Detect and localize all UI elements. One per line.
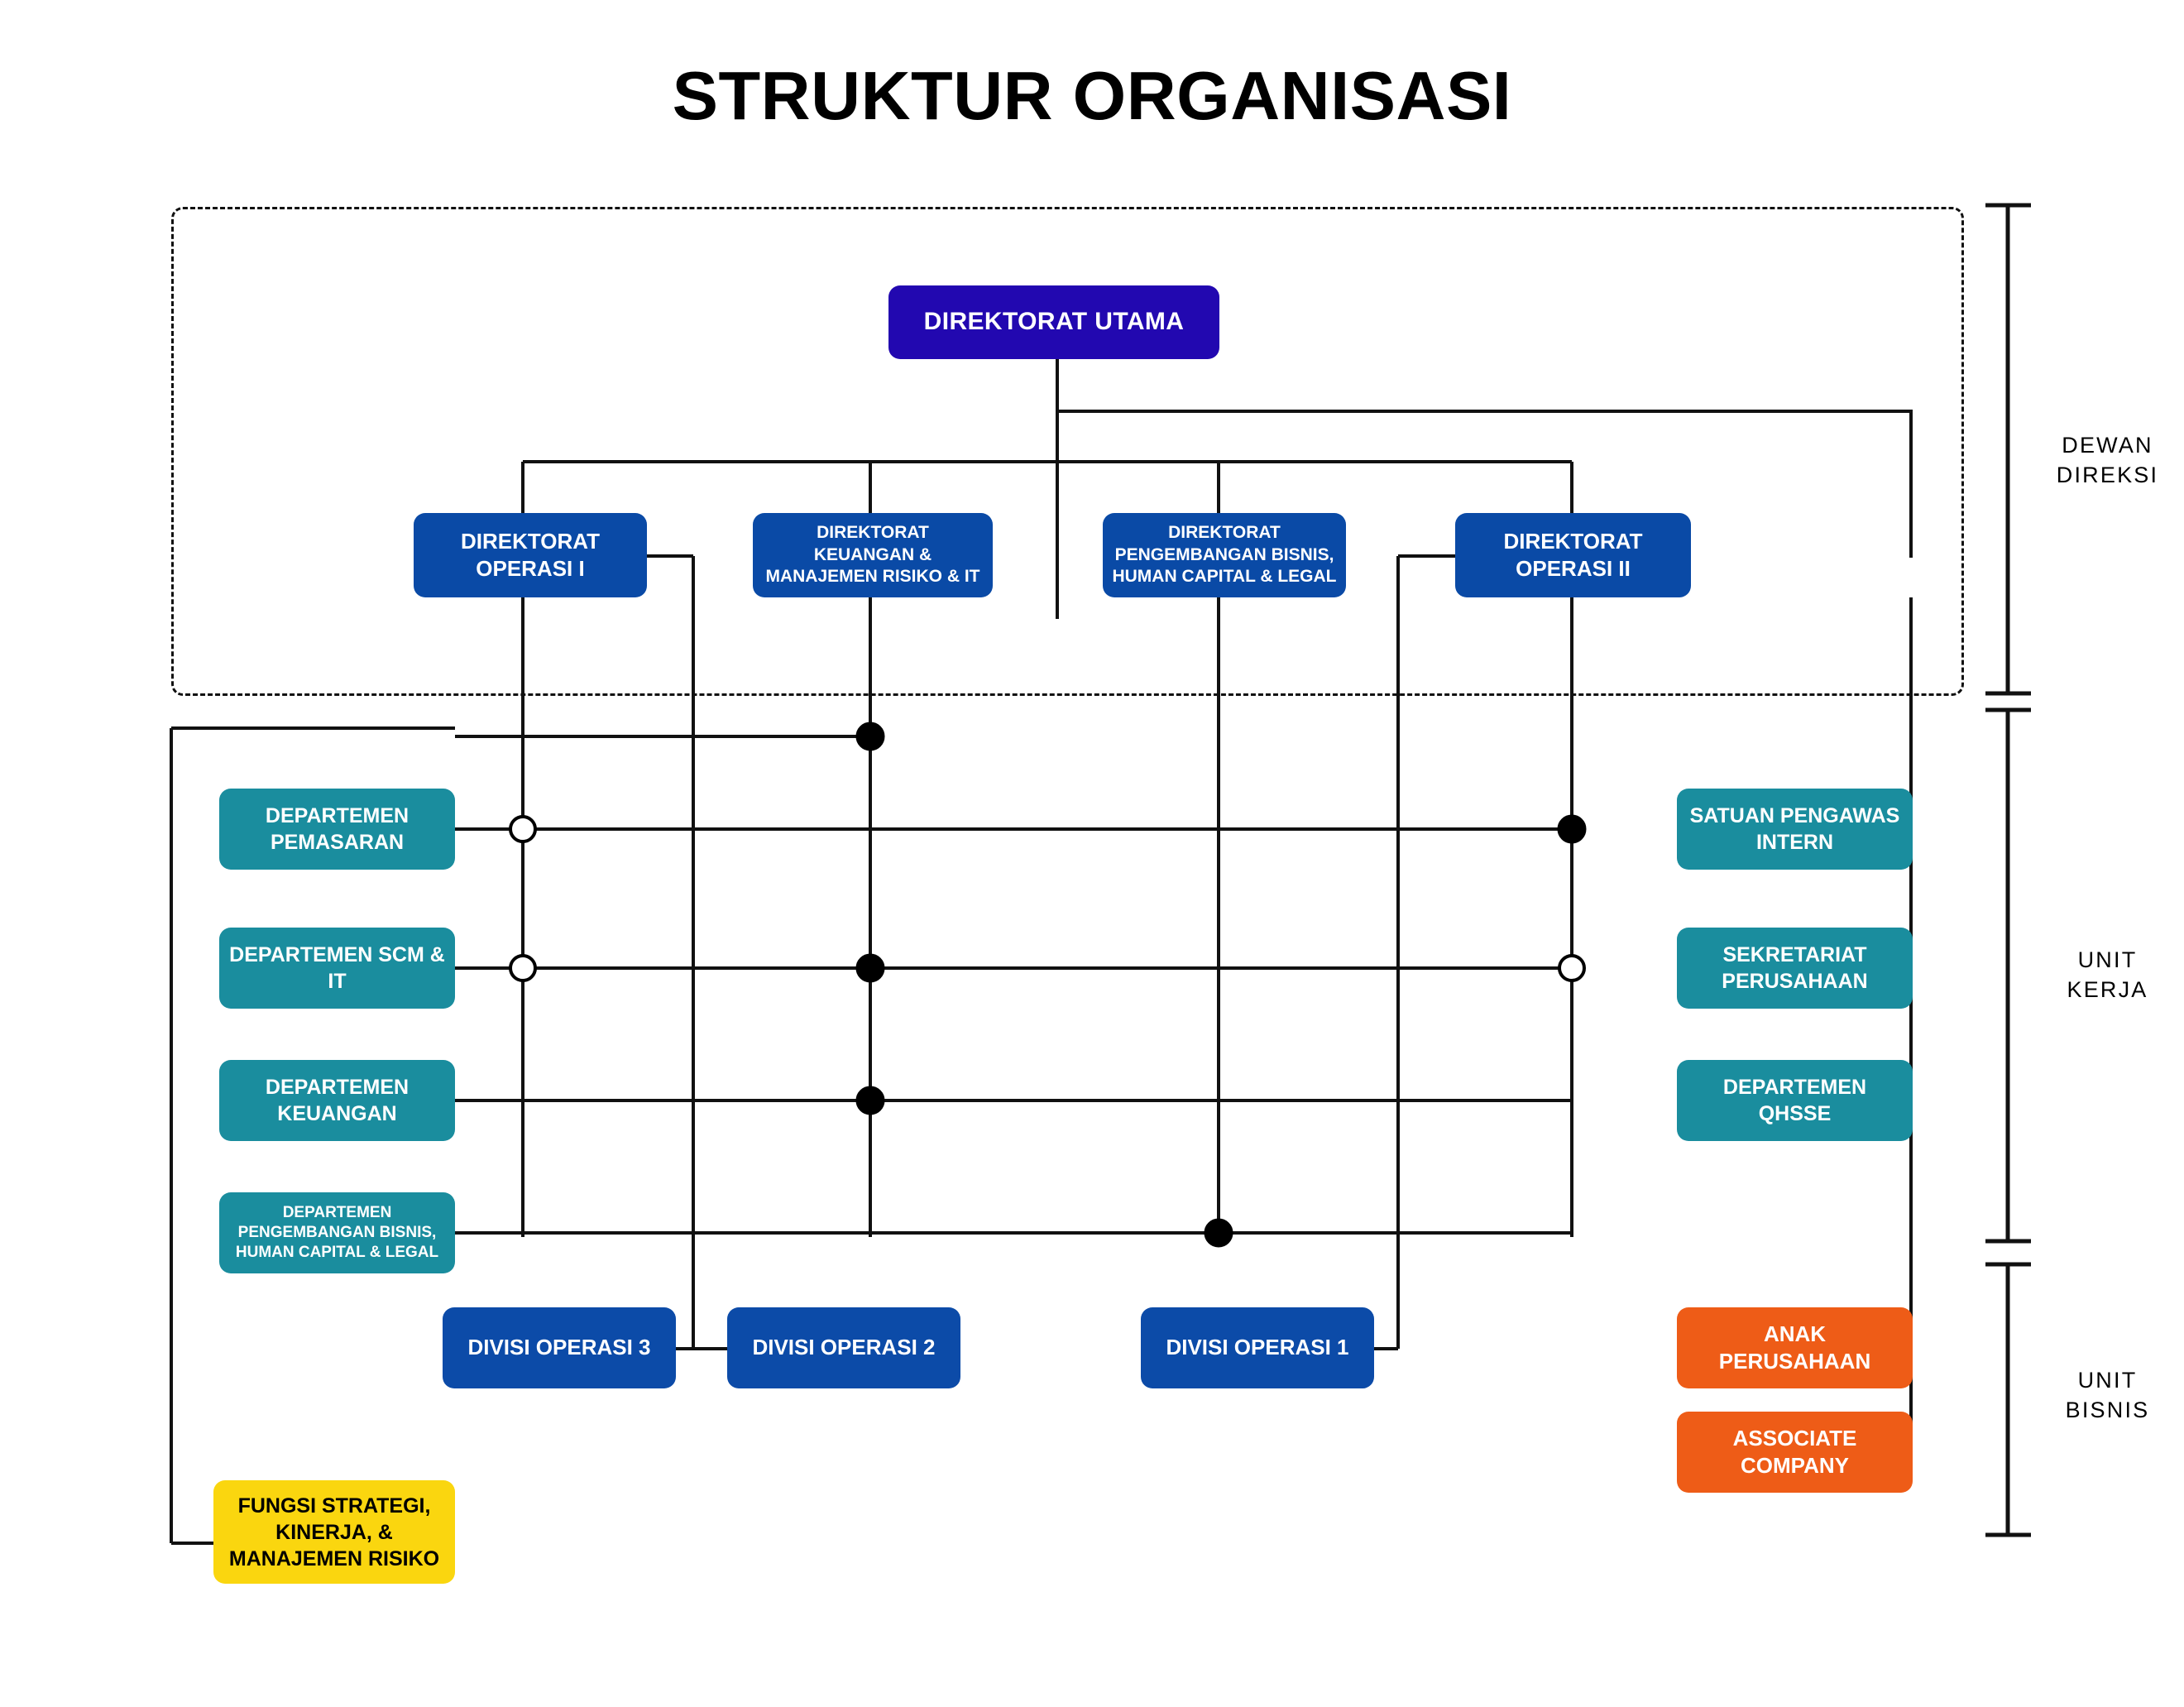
node-fungsi-strategi-kinerja-manajemen-risiko[interactable]: FUNGSI STRATEGI, KINERJA, & MANAJEMEN RI… (213, 1480, 455, 1584)
page-title: STRUKTUR ORGANISASI (672, 57, 1512, 134)
node-label: DIREKTORAT KEUANGAN & MANAJEMEN RISIKO &… (765, 522, 980, 587)
node-label: DIREKTORAT PENGEMBANGAN BISNIS, HUMAN CA… (1112, 522, 1337, 587)
node-direktorat-operasi-ii[interactable]: DIREKTORAT OPERASI II (1455, 513, 1691, 597)
bracket-lines (1985, 203, 2031, 1537)
node-label: DEPARTEMEN QHSSE (1722, 1076, 1867, 1125)
node-label: SATUAN PENGAWAS INTERN (1689, 804, 1900, 854)
node-direktorat-pengembangan-bisnis-human-capital-legal[interactable]: DIREKTORAT PENGEMBANGAN BISNIS, HUMAN CA… (1103, 513, 1346, 597)
node-label: DEPARTEMEN PENGEMBANGAN BISNIS, HUMAN CA… (235, 1203, 439, 1262)
node-direktorat-operasi-i[interactable]: DIREKTORAT OPERASI I (414, 513, 647, 597)
node-label: DEPARTEMEN PEMASARAN (265, 804, 410, 854)
node-direktorat-utama[interactable]: DIREKTORAT UTAMA (888, 285, 1219, 359)
node-label: DEPARTEMEN SCM & IT (229, 943, 445, 993)
node-label: DIREKTORAT UTAMA (923, 308, 1185, 336)
node-anak-perusahaan[interactable]: ANAK PERUSAHAAN (1677, 1307, 1913, 1388)
node-divisi-operasi-1[interactable]: DIVISI OPERASI 1 (1141, 1307, 1374, 1388)
node-label: ASSOCIATE COMPANY (1732, 1425, 1857, 1478)
node-label: DEPARTEMEN KEUANGAN (265, 1076, 410, 1125)
junction-dots (509, 722, 1587, 1248)
dewan-direksi-frame (171, 207, 1964, 696)
node-label: DIVISI OPERASI 2 (752, 1335, 936, 1360)
node-departemen-qhsse[interactable]: DEPARTEMEN QHSSE (1677, 1060, 1913, 1141)
node-departemen-scm-it[interactable]: DEPARTEMEN SCM & IT (219, 928, 455, 1009)
node-label: DIREKTORAT OPERASI II (1503, 528, 1643, 581)
bracket-label-unit-kerja: UNIT KERJA (2067, 947, 2148, 1003)
node-associate-company[interactable]: ASSOCIATE COMPANY (1677, 1412, 1913, 1493)
node-direktorat-keuangan-manajemen-risiko-it[interactable]: DIREKTORAT KEUANGAN & MANAJEMEN RISIKO &… (753, 513, 993, 597)
bracket-label-dewan-direksi: DEWAN DIREKSI (2056, 433, 2159, 488)
node-divisi-operasi-2[interactable]: DIVISI OPERASI 2 (727, 1307, 960, 1388)
node-divisi-operasi-3[interactable]: DIVISI OPERASI 3 (443, 1307, 676, 1388)
bracket-label-unit-bisnis: UNIT BISNIS (2065, 1368, 2150, 1423)
node-label: DIVISI OPERASI 1 (1166, 1335, 1349, 1360)
node-label: SEKRETARIAT PERUSAHAAN (1722, 943, 1868, 993)
node-departemen-keuangan[interactable]: DEPARTEMEN KEUANGAN (219, 1060, 455, 1141)
node-sekretariat-perusahaan[interactable]: SEKRETARIAT PERUSAHAAN (1677, 928, 1913, 1009)
node-label: FUNGSI STRATEGI, KINERJA, & MANAJEMEN RI… (228, 1494, 440, 1570)
node-label: DIVISI OPERASI 3 (467, 1335, 651, 1360)
node-label: DIREKTORAT OPERASI I (460, 528, 601, 581)
node-label: ANAK PERUSAHAAN (1718, 1321, 1871, 1374)
node-departemen-pemasaran[interactable]: DEPARTEMEN PEMASARAN (219, 789, 455, 870)
node-satuan-pengawas-intern[interactable]: SATUAN PENGAWAS INTERN (1677, 789, 1913, 870)
node-departemen-pengembangan-bisnis-human-capital-legal[interactable]: DEPARTEMEN PENGEMBANGAN BISNIS, HUMAN CA… (219, 1192, 455, 1273)
